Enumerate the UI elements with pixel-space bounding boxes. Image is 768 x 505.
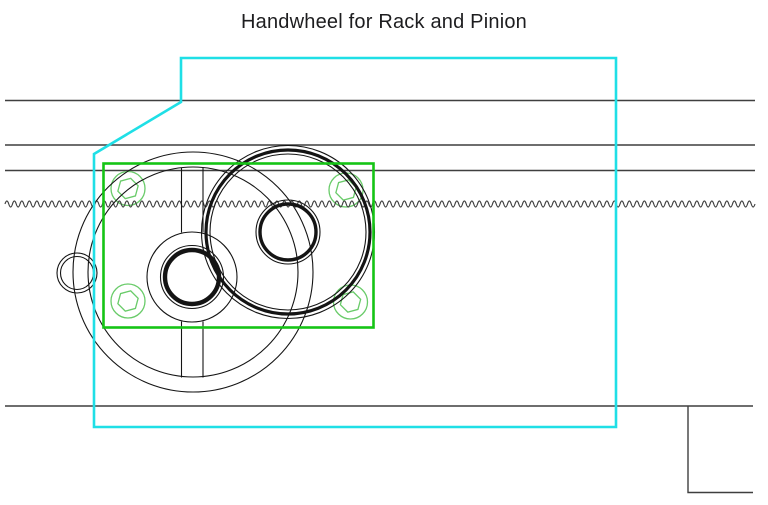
- bolt-hex-socket: [117, 290, 139, 312]
- hub-collar-circle: [159, 244, 225, 310]
- shaft-end-outer-circle: [56, 252, 98, 294]
- pinion-bore-ring: [258, 202, 318, 262]
- shaft-end: [56, 252, 98, 294]
- bolt-hex-socket: [335, 179, 357, 201]
- socket-bolt: [110, 283, 146, 319]
- base-step-line: [687, 406, 753, 494]
- pinion-gear: [200, 144, 376, 320]
- pinion-bore-outer-circle: [255, 199, 321, 265]
- bolt-hex-socket: [117, 177, 139, 200]
- guide-rails: [5, 99, 755, 494]
- pinion-pitch-ring: [204, 148, 372, 316]
- hub-boss-circle: [146, 231, 238, 323]
- bolt-hex-socket: [339, 291, 362, 313]
- bolt-head-circle: [110, 283, 146, 319]
- carriage-outline: [92, 56, 618, 429]
- pinion-root-circle: [209, 153, 367, 311]
- handwheel-rim-outer: [72, 151, 314, 393]
- handwheel-rim-inner: [87, 166, 299, 378]
- rack-teeth: [4, 200, 756, 208]
- handwheel: [72, 151, 314, 393]
- drawing-title: Handwheel for Rack and Pinion: [241, 11, 527, 33]
- mount-plate: [102, 162, 375, 329]
